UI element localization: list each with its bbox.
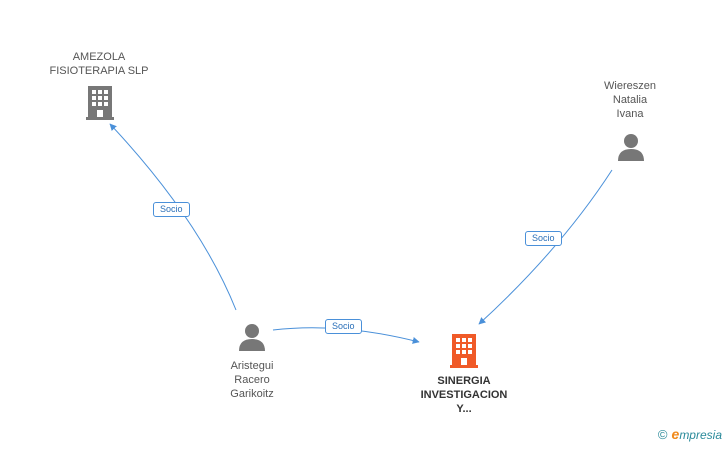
empresia-watermark: © empresia (658, 426, 722, 442)
node-label-amezola[interactable]: AMEZOLA FISIOTERAPIA SLP (40, 50, 158, 78)
node-label-line: Natalia (612, 94, 648, 106)
node-label-line: FISIOTERAPIA SLP (49, 65, 149, 77)
node-label-line: Garikoitz (230, 388, 274, 400)
node-label-line: Aristegui (230, 360, 274, 372)
edge-label-socio: Socio (153, 202, 190, 217)
node-label-line: AMEZOLA (72, 51, 126, 63)
node-label-line: Wiereszen (604, 80, 656, 92)
person-icon[interactable] (239, 324, 265, 351)
edge-aristegui-amezola (109, 123, 237, 311)
node-label-aristegui[interactable]: Aristegui Racero Garikoitz (212, 359, 292, 401)
node-label-sinergia[interactable]: SINERGIA INVESTIGACION Y... (404, 374, 524, 416)
node-label-line: Ivana (616, 108, 644, 120)
brand-initial: e (671, 426, 680, 442)
person-icon[interactable] (618, 134, 644, 161)
building-icon[interactable] (86, 86, 114, 120)
node-label-line: Racero (234, 374, 270, 386)
edge-wiereszen-sinergia (478, 169, 613, 325)
node-label-line: SINERGIA (437, 375, 491, 387)
node-label-line: INVESTIGACION (420, 389, 508, 401)
edge-label-socio: Socio (325, 319, 362, 334)
node-label-line: Y... (456, 403, 472, 415)
brand-logo: empresia (672, 426, 722, 442)
edge-label-socio: Socio (525, 231, 562, 246)
brand-name: mpresia (679, 428, 722, 442)
node-label-wiereszen[interactable]: Wiereszen Natalia Ivana (590, 79, 670, 121)
building-icon[interactable] (450, 334, 478, 368)
copyright-symbol: © (657, 426, 668, 442)
